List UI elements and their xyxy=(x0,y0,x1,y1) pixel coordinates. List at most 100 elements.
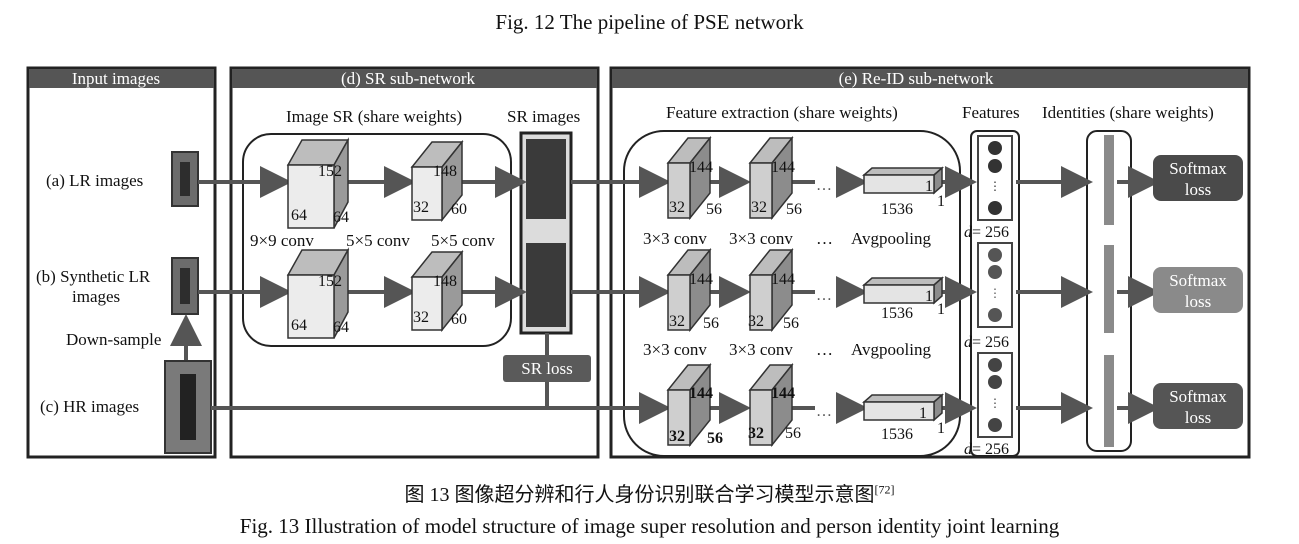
softmax-box-row2 xyxy=(1153,267,1243,313)
dim-1b-r3: 1 xyxy=(937,420,945,437)
dim-1a-r2: 1 xyxy=(925,288,933,305)
dim-1536-r3: 1536 xyxy=(881,426,913,443)
down-sample-label: Down-sample xyxy=(66,330,161,349)
svg-text:⋮: ⋮ xyxy=(989,179,1001,193)
figure-caption-english: Fig. 13 Illustration of model structure … xyxy=(239,514,1060,538)
hr-images-label: (c) HR images xyxy=(40,397,139,416)
identity-bar-row1 xyxy=(1104,135,1114,225)
dim-144b-r3: 144 xyxy=(771,385,795,402)
reid-cube-2-row1 xyxy=(748,135,794,221)
feature-vector-row1: ⋮ xyxy=(977,135,1013,221)
loss-label-r3: loss xyxy=(1185,408,1211,427)
softmax-box-row1 xyxy=(1153,155,1243,201)
dim-d-r1: d= 256 xyxy=(964,224,1009,241)
softmax-label-r3: Softmax xyxy=(1169,387,1227,406)
reid-cube-1-row3 xyxy=(666,362,712,448)
lr-images-label: (a) LR images xyxy=(46,171,143,190)
dim-144a-r2: 144 xyxy=(689,271,713,288)
dim-1b-r2: 1 xyxy=(937,301,945,318)
dim-32b-r2: 32 xyxy=(748,313,764,330)
reid-panel xyxy=(609,66,1251,459)
dim-152-r1: 152 xyxy=(318,163,342,180)
dim-56a-r3: 56 xyxy=(707,430,723,447)
features-label: Features xyxy=(962,103,1020,122)
dim-1b-r1: 1 xyxy=(937,193,945,210)
softmax-label-r2: Softmax xyxy=(1169,271,1227,290)
caption-cn-ref: [72] xyxy=(874,482,895,497)
reid-conv-label-r1a: 3×3 conv xyxy=(643,229,707,248)
dim-32a-r1: 32 xyxy=(669,199,685,216)
input-panel xyxy=(26,66,217,459)
dim-64a-r1: 64 xyxy=(291,207,307,224)
caption-cn-text: 图 13 图像超分辨和行人身份识别联合学习模型示意图 xyxy=(404,484,875,506)
svg-text:⋮: ⋮ xyxy=(989,396,1001,410)
sr-conv-label-3: 5×5 conv xyxy=(431,231,495,250)
dim-60-r2: 60 xyxy=(451,311,467,328)
figure-caption-chinese: 图 13 图像超分辨和行人身份识别联合学习模型示意图[72] xyxy=(0,478,1299,507)
sr-cube-2-row1 xyxy=(410,139,464,223)
dim-144b-r2: 144 xyxy=(771,271,795,288)
svg-text:…: … xyxy=(816,177,832,194)
reid-cube-2-row2 xyxy=(748,247,794,333)
dim-1536-r1: 1536 xyxy=(881,201,913,218)
dim-56b-r1: 56 xyxy=(786,201,802,218)
sr-cube-2-row2 xyxy=(410,249,464,333)
dim-144a-r1: 144 xyxy=(689,159,713,176)
sr-conv-label-1: 9×9 conv xyxy=(250,231,314,250)
dim-56a-r2: 56 xyxy=(703,315,719,332)
dim-56a-r1: 56 xyxy=(706,201,722,218)
loss-label-r2: loss xyxy=(1185,292,1211,311)
avgpool-bar-row3 xyxy=(862,393,944,422)
reid-cube-1-row2 xyxy=(666,247,712,333)
svg-text:…: … xyxy=(816,287,832,304)
dim-56b-r2: 56 xyxy=(783,315,799,332)
synthetic-lr-label-2: images xyxy=(72,287,120,306)
softmax-box-row3 xyxy=(1153,383,1243,429)
dim-1a-r3: 1 xyxy=(919,405,927,422)
reid-cube-2-row3 xyxy=(748,362,794,448)
dim-1a-r1: 1 xyxy=(925,178,933,195)
softmax-label-r1: Softmax xyxy=(1169,159,1227,178)
identity-bar-row2 xyxy=(1104,245,1114,333)
reid-panel-title: (e) Re-ID sub-network xyxy=(839,69,994,88)
reid-cube-1-row1 xyxy=(666,135,712,221)
sr-images-label: SR images xyxy=(507,107,580,126)
sr-loss-label: SR loss xyxy=(521,359,573,378)
reid-conv-label-r1b: 3×3 conv xyxy=(729,229,793,248)
dim-32-r1: 32 xyxy=(413,199,429,216)
dim-152-r2: 152 xyxy=(318,273,342,290)
svg-text:⋮: ⋮ xyxy=(989,286,1001,300)
dim-32b-r1: 32 xyxy=(751,199,767,216)
identity-bar-row3 xyxy=(1104,355,1114,447)
dim-144a-r3: 144 xyxy=(689,385,713,402)
feature-vector-row3: ⋮ xyxy=(977,352,1013,438)
sr-cube-1-row1 xyxy=(286,137,350,229)
avgpool-bar-row1 xyxy=(862,166,944,195)
reid-conv-label-r2b: 3×3 conv xyxy=(729,340,793,359)
dim-64b-r1: 64 xyxy=(333,209,349,226)
svg-text:…: … xyxy=(816,403,832,420)
input-panel-title: Input images xyxy=(72,69,160,88)
loss-label-r1: loss xyxy=(1185,180,1211,199)
feature-extraction-label: Feature extraction (share weights) xyxy=(666,103,898,122)
sr-conv-label-2: 5×5 conv xyxy=(346,231,410,250)
sr-panel xyxy=(229,66,600,459)
dim-56b-r3: 56 xyxy=(785,425,801,442)
synthetic-lr-label-1: (b) Synthetic LR xyxy=(36,267,151,286)
identities-label: Identities (share weights) xyxy=(1042,103,1214,122)
avgpool-bar-row2 xyxy=(862,276,944,305)
avgpool-label-r1: Avgpooling xyxy=(851,229,931,248)
reid-dots-r2: … xyxy=(816,340,833,359)
sr-cube-1-row2 xyxy=(286,247,350,339)
dim-64a-r2: 64 xyxy=(291,317,307,334)
dim-144b-r1: 144 xyxy=(771,159,795,176)
avgpool-label-r2: Avgpooling xyxy=(851,340,931,359)
dim-d-r3: d= 256 xyxy=(964,441,1009,458)
dim-1536-r2: 1536 xyxy=(881,305,913,322)
figure-caption-top: Fig. 12 The pipeline of PSE network xyxy=(495,10,804,34)
dim-32a-r2: 32 xyxy=(669,313,685,330)
dim-148-r1: 148 xyxy=(433,163,457,180)
image-sr-group xyxy=(242,133,512,347)
dim-32b-r3: 32 xyxy=(748,425,764,442)
